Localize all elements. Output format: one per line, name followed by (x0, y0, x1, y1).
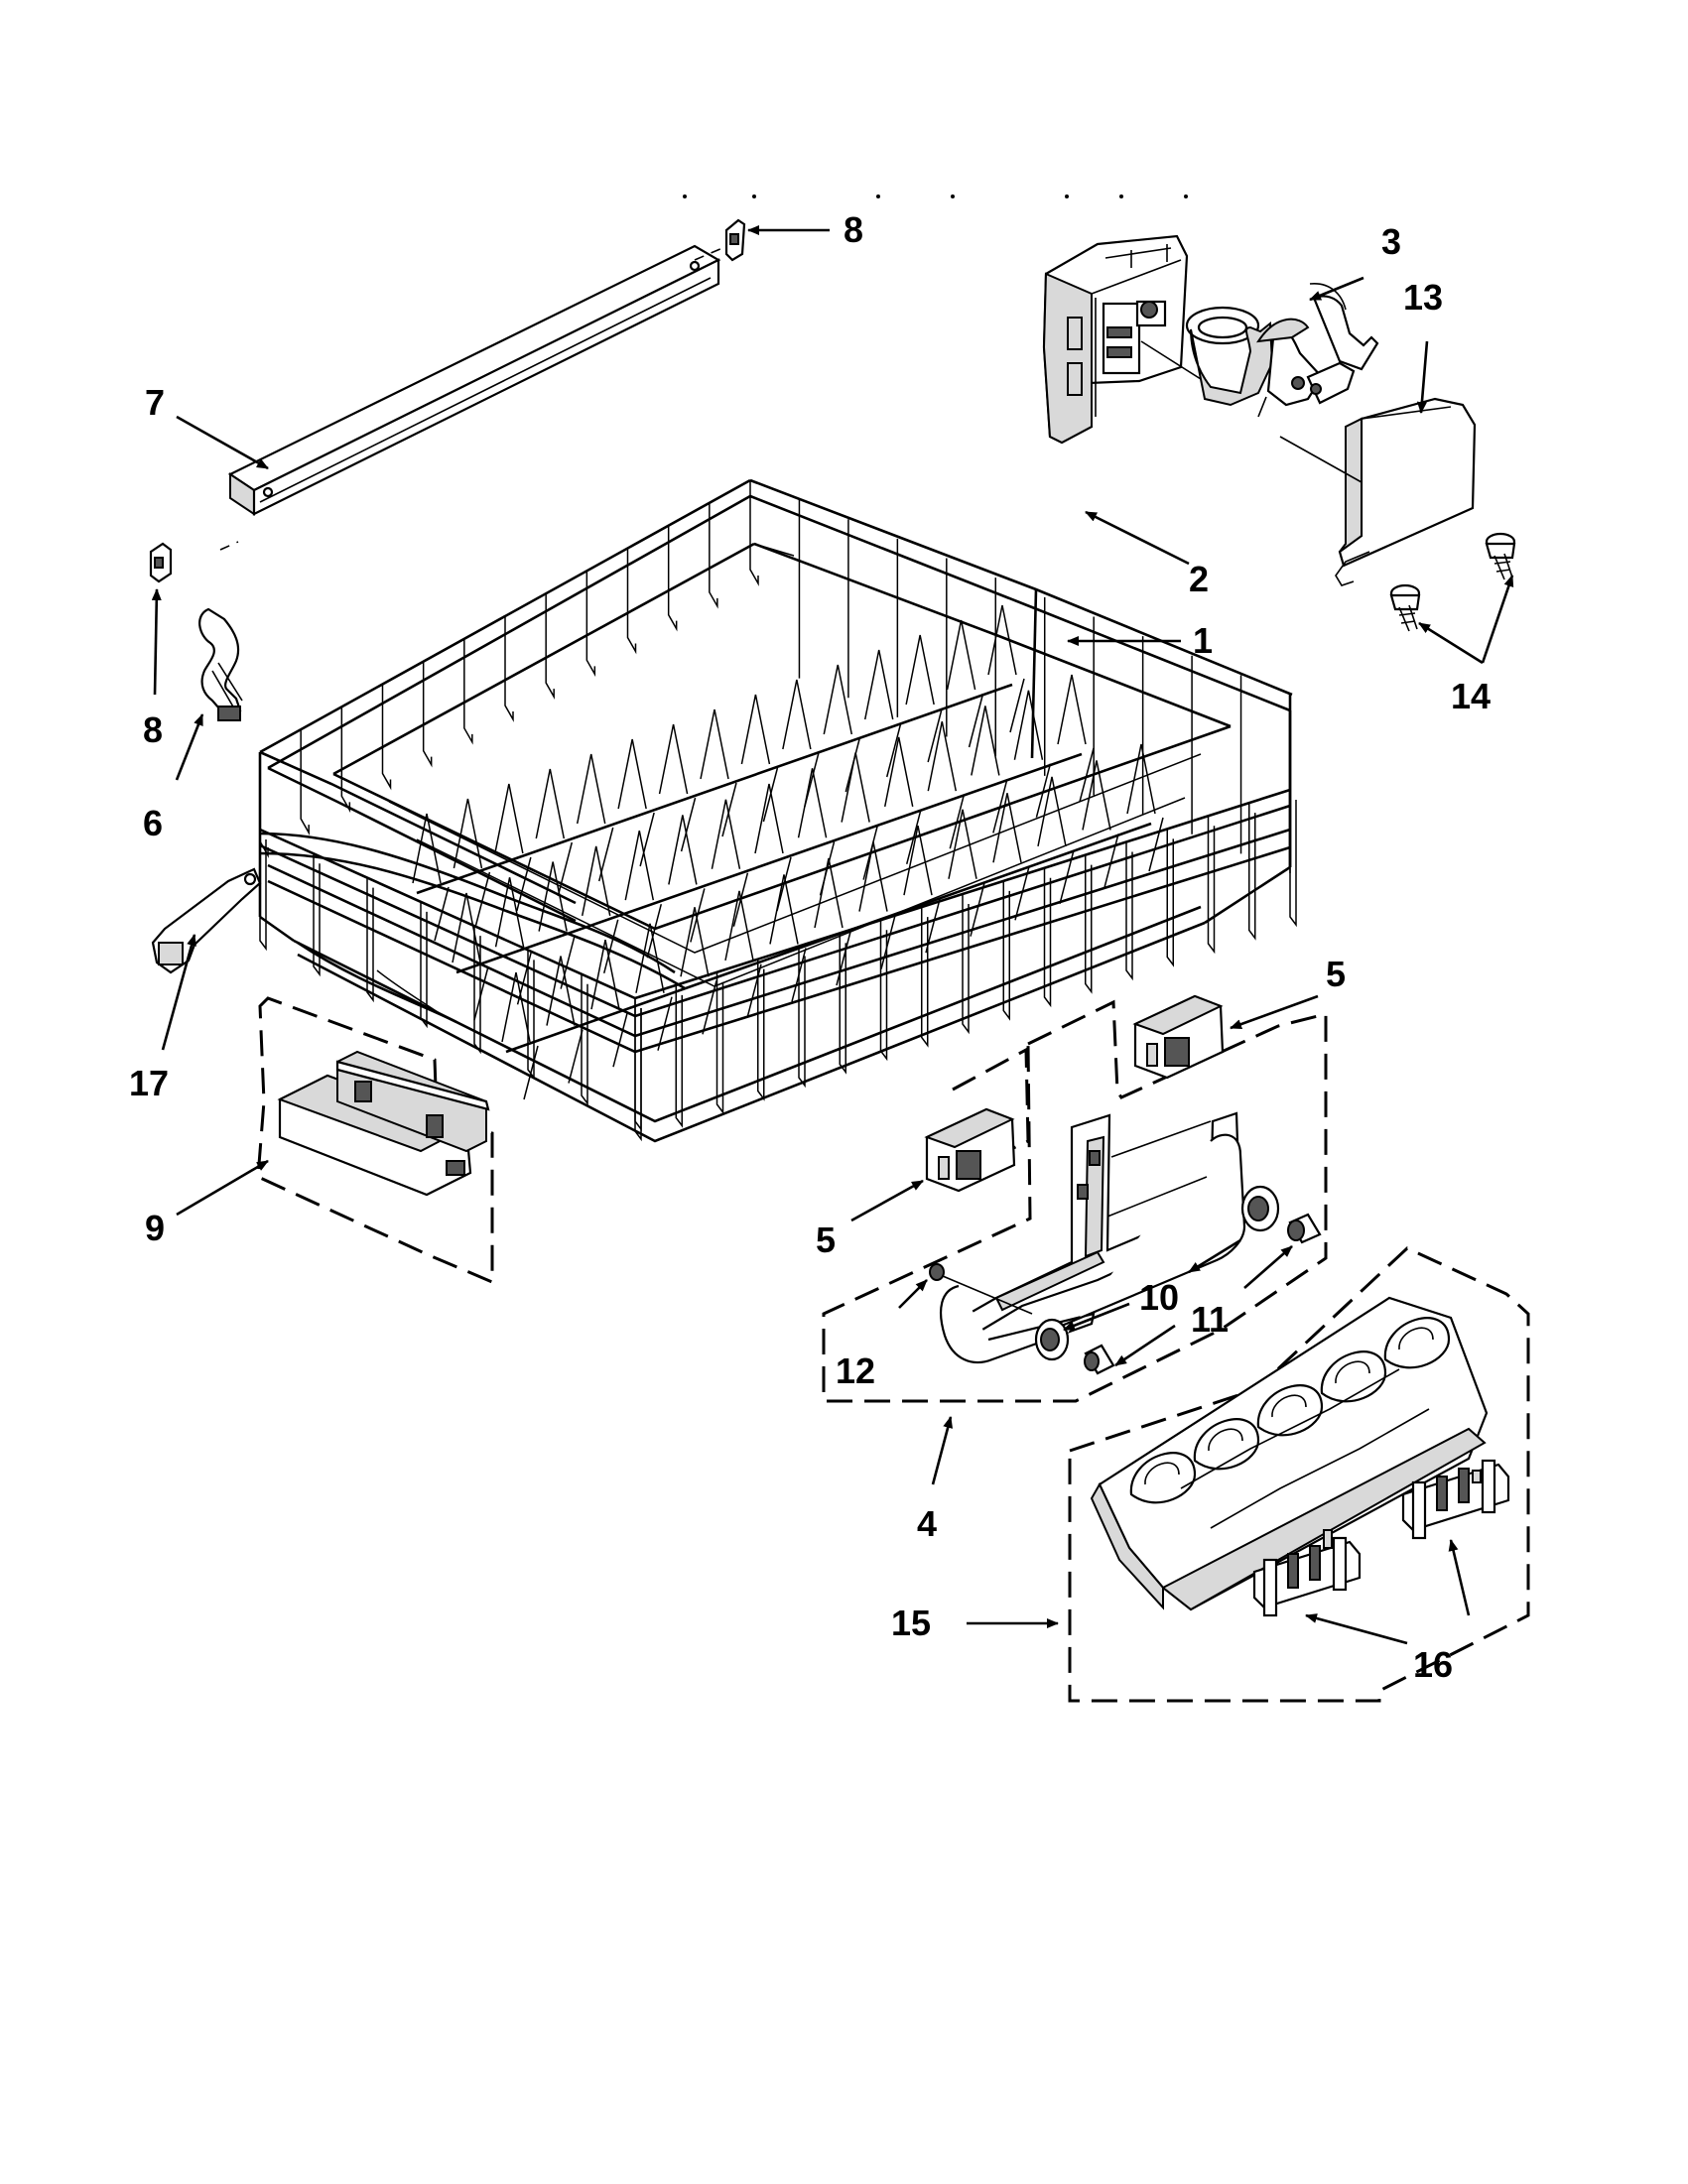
callout-14: 14 (1451, 676, 1491, 716)
cup-shelf-clip-part-right (1401, 1459, 1510, 1540)
callout-9: 9 (145, 1208, 165, 1248)
rack-stop-part (151, 867, 262, 974)
callout-13: 13 (1403, 277, 1443, 318)
rack-handle-part (256, 996, 494, 1285)
rack-glide-part-lower (924, 1107, 1016, 1193)
callout-16: 16 (1413, 1644, 1453, 1685)
callout-12: 12 (836, 1350, 875, 1391)
callout-3: 3 (1381, 221, 1401, 262)
rack-adjuster-part (198, 607, 243, 721)
rack-track-assembly-part (822, 999, 1328, 1403)
scan-marks (683, 194, 1188, 198)
callout-8-left: 8 (143, 709, 163, 750)
callout-5-lower: 5 (816, 1220, 836, 1260)
rail-end-cap-part-bottom (149, 542, 173, 583)
callout-5-upper: 5 (1326, 954, 1346, 994)
callout-6: 6 (143, 803, 163, 843)
leader-lines (151, 225, 1514, 1645)
adjuster-arm-part (1185, 283, 1379, 418)
cup-shelf-assembly-part (1068, 1246, 1530, 1703)
screw-part-upper (1485, 532, 1516, 580)
callout-4: 4 (917, 1503, 937, 1544)
adjuster-housing-part (1042, 234, 1202, 445)
rail-end-cap-part-top (724, 218, 746, 262)
callout-10: 10 (1139, 1277, 1179, 1318)
callout-2: 2 (1189, 559, 1209, 599)
cup-shelf-clip-part-left (1252, 1529, 1362, 1617)
callout-1: 1 (1193, 620, 1213, 661)
callout-8-top: 8 (844, 209, 863, 250)
callout-17: 17 (129, 1063, 169, 1103)
adjuster-cover-part (1279, 397, 1477, 586)
rack-glide-part-upper (1132, 994, 1225, 1080)
screw-part-lower (1389, 583, 1421, 632)
rack-rail-part (219, 244, 723, 551)
callout-15: 15 (891, 1603, 931, 1643)
dishrack-part (258, 478, 1297, 1143)
callout-11: 11 (1191, 1299, 1229, 1340)
callout-labels: 8 7 3 13 2 1 14 8 6 17 5 9 5 10 11 12 4 … (129, 209, 1491, 1685)
callout-7: 7 (145, 382, 165, 423)
